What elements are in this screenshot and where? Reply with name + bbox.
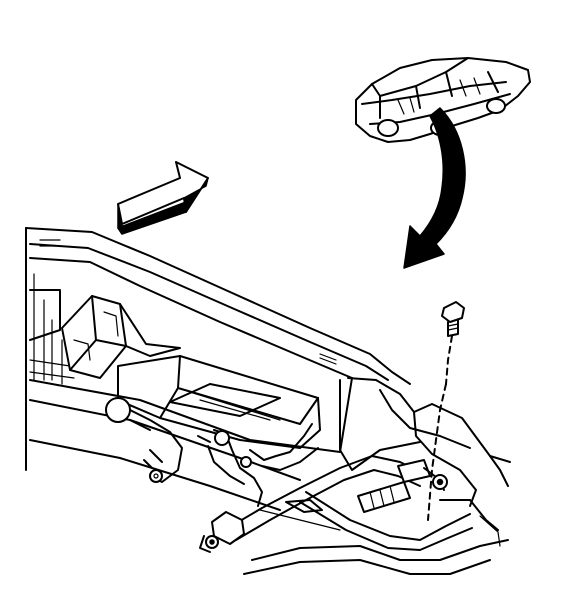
- cable-terminal: [199, 511, 245, 553]
- direction-arrow-icon: [117, 161, 209, 235]
- ground-cable-icon: [227, 455, 473, 551]
- connector-knob: [105, 397, 183, 483]
- instrument-panel-assembly: [25, 227, 411, 511]
- body-structure: [243, 377, 511, 575]
- wiring-harness: [197, 423, 319, 507]
- center-tray: [117, 355, 321, 449]
- view-callout-arrow-icon: [403, 107, 466, 269]
- module-bracket: [61, 295, 181, 379]
- bolt-icon: [427, 301, 465, 521]
